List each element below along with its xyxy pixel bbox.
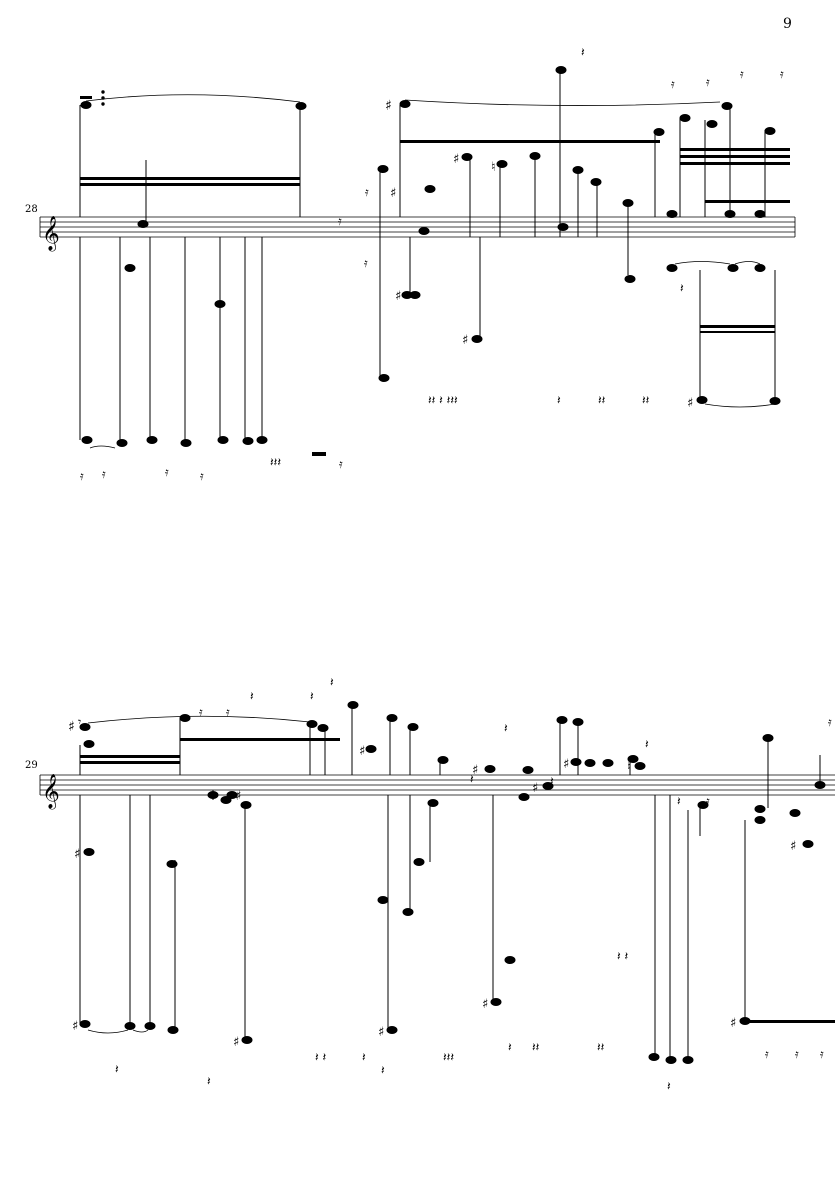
svg-text:𝄿: 𝄿 [780,67,784,81]
staff-lines [39,216,796,238]
svg-text:𝄿: 𝄿 [795,1047,799,1061]
svg-text:𝄿: 𝄿 [828,715,832,729]
svg-text:𝄽: 𝄽 [470,772,474,786]
svg-text:𝄾: 𝄾 [78,715,81,729]
svg-text:𝄿: 𝄿 [671,77,675,91]
svg-text:♯: ♯ [378,1025,384,1040]
svg-text:♯: ♯ [390,186,396,201]
svg-text:𝄿: 𝄿 [199,705,203,719]
svg-text:𝄿: 𝄿 [165,465,169,479]
svg-text:♯: ♯ [72,1019,78,1034]
svg-text:♯: ♯ [563,757,569,772]
svg-text:𝄿: 𝄿 [765,1047,769,1061]
svg-text:𝄽: 𝄽 [667,1079,671,1093]
svg-text:𝄿: 𝄿 [226,705,230,719]
svg-text:♯: ♯ [472,763,478,778]
treble-clef-icon: 𝄞 [42,216,60,252]
svg-text:𝄿: 𝄿 [365,185,369,199]
svg-text:♯: ♯ [482,997,488,1012]
svg-text:♯: ♯ [453,152,459,167]
svg-text:𝄿: 𝄿 [338,214,342,228]
svg-text:𝄽: 𝄽 [362,1050,366,1064]
svg-text:𝄽: 𝄽 [115,1062,119,1076]
svg-text:𝄽: 𝄽 [557,393,561,407]
svg-text:𝄽: 𝄽 [550,774,554,788]
svg-text:𝄽: 𝄽 [330,675,334,689]
svg-text:♯: ♯ [395,289,401,304]
svg-text:𝄿: 𝄿 [364,256,368,270]
svg-text:𝄿: 𝄿 [339,457,343,471]
svg-text:♯: ♯ [790,839,796,854]
page-number: 9 [783,16,792,32]
svg-text:𝄽𝄽: 𝄽𝄽 [597,1040,605,1054]
rest-row-2: 𝄽𝄽 𝄽 𝄽𝄽𝄽 𝄽 𝄽𝄽 𝄽𝄽 𝄽 𝄿 𝄿 𝄿 𝄿 𝄿 𝄿 𝄿 𝄽 [338,45,784,407]
lower-stem-group [79,160,268,449]
svg-text:♯: ♯ [385,98,392,114]
svg-text:𝄿: 𝄿 [706,794,710,808]
svg-text:♯: ♯ [68,719,75,735]
svg-text:𝄽𝄽: 𝄽𝄽 [532,1040,540,1054]
svg-text:𝄿: 𝄿 [820,1047,824,1061]
svg-text:♯: ♯ [687,396,693,411]
svg-text:♮: ♮ [491,160,496,175]
svg-text:𝄽: 𝄽 [581,45,585,59]
system2-notes: ♯ ♯ ♯ ♯ ♯ [68,701,835,1064]
svg-text:𝄽𝄽: 𝄽𝄽 [642,393,650,407]
staff-lines [39,774,835,796]
svg-text:𝄽: 𝄽 [381,1063,385,1077]
treble-clef-icon: 𝄞 [42,774,60,810]
staff-system-29: 𝄞 ♯ ♯ ♯ [39,675,835,1093]
right-beam-group: ♯ ♯ ♮ ♯ ♯ [377,66,790,411]
svg-text:𝄿: 𝄿 [740,67,744,81]
svg-text:𝄽: 𝄽 [310,689,314,703]
svg-text:♯: ♯ [74,847,80,862]
svg-text:𝄽𝄽: 𝄽𝄽 [598,393,606,407]
svg-text:𝄿: 𝄿 [200,469,204,483]
svg-text:𝄽: 𝄽 [680,281,684,295]
svg-text:𝄽: 𝄽 [250,689,254,703]
measure-number-28: 28 [25,204,38,215]
svg-text:𝄽: 𝄽 [645,737,649,751]
svg-text:♯: ♯ [462,333,468,348]
measure-number-29: 29 [25,760,38,771]
svg-text:♯: ♯ [233,1035,239,1050]
svg-text:𝄽 𝄽: 𝄽 𝄽 [617,949,628,963]
svg-text:𝄿: 𝄿 [80,469,84,483]
upper-beam-group [79,90,307,217]
svg-text:𝄽𝄽𝄽: 𝄽𝄽𝄽 [270,455,281,469]
svg-text:𝄿: 𝄿 [102,467,106,481]
svg-text:𝄽𝄽 𝄽 𝄽𝄽𝄽: 𝄽𝄽 𝄽 𝄽𝄽𝄽 [428,393,458,407]
svg-text:𝄽: 𝄽 [207,1074,211,1088]
svg-text:𝄽 𝄽: 𝄽 𝄽 [315,1050,326,1064]
rest-row-1: 𝄽𝄽𝄽 𝄿 𝄿 𝄿 𝄿 𝄿 [80,452,343,483]
svg-text:♯: ♯ [532,781,538,796]
rest-row-3: 𝄽 𝄽 𝄽 𝄽 𝄽 𝄽 𝄽𝄽𝄽 𝄽 𝄽𝄽 𝄽𝄽 𝄽 𝄽 𝄽 𝄽 𝄽 𝄽 𝄽 𝄽 … [78,675,832,1093]
svg-text:𝄽: 𝄽 [508,1040,512,1054]
svg-text:𝄽: 𝄽 [677,794,681,808]
svg-text:𝄽: 𝄽 [504,721,508,735]
svg-text:♯: ♯ [730,1016,736,1031]
staff-system-28: 𝄞 [39,45,796,483]
svg-text:𝄿: 𝄿 [706,75,710,89]
svg-text:♯: ♯ [359,744,365,759]
svg-text:♮: ♮ [627,760,632,775]
svg-text:𝄽𝄽𝄽: 𝄽𝄽𝄽 [443,1050,454,1064]
svg-text:♯: ♯ [235,789,241,804]
